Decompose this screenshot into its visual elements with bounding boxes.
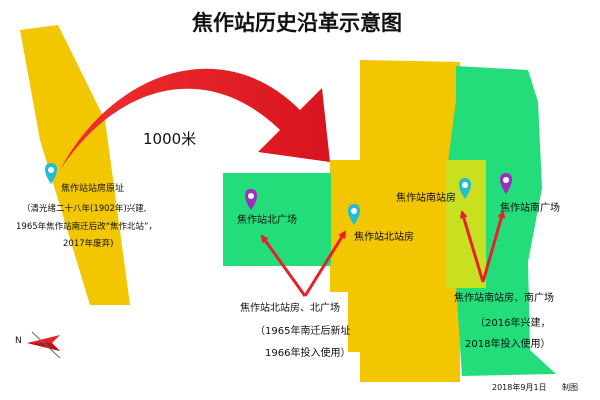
pin-north-station-icon [347,204,361,225]
north-caption-line3: 1966年投入使用） [265,348,351,359]
south-plaza-label: 焦作站南广场 [500,203,560,214]
pin-north-plaza-icon [244,189,258,210]
old-site-line3: 2017年废弃) [63,239,114,249]
south-caption-line2: （2016年兴建， [475,318,551,329]
station-yellow-area [330,60,460,382]
pin-south-station-icon [458,178,472,199]
pin-south-plaza-icon [499,173,513,194]
compass-letter: N [15,336,22,346]
pointer-arrow-north-station [303,230,347,297]
north-plaza-area [223,173,331,266]
page-title: 焦作站历史沿革示意图 [192,11,402,35]
old-site-line2: 1965年焦作站南迁后改“焦作北站”， [16,222,157,232]
old-site-name: 焦作站站房原址 [61,184,125,194]
north-caption-line2: （1965年南迁后新址 [255,326,351,337]
old-site-line1: （清光绪二十八年(1902年)兴建, [22,204,147,214]
pin-old-site-icon [44,163,58,184]
old-site-area [20,25,130,305]
compass-icon [27,331,61,359]
pointer-arrow-north-plaza [260,234,307,297]
pointer-arrow-south-station [459,210,485,283]
footer-made-by: 制图 [562,383,578,392]
south-caption-line3: 2018年投入使用） [465,339,551,350]
north-caption-line1: 焦作站北站房、北广场 [240,303,340,314]
south-caption-line1: 焦作站南站房、南广场 [454,293,554,304]
south-station-label: 焦作站南站房 [396,193,456,204]
relocation-arrow [60,68,330,170]
distance-label: 1000米 [143,130,197,148]
north-plaza-label: 焦作站北广场 [237,215,297,226]
south-green-area [448,66,556,376]
north-station-label: 焦作站北站房 [354,232,414,243]
pointer-arrow-south-plaza [481,210,506,283]
footer-date: 2018年9月1日 [492,383,547,392]
